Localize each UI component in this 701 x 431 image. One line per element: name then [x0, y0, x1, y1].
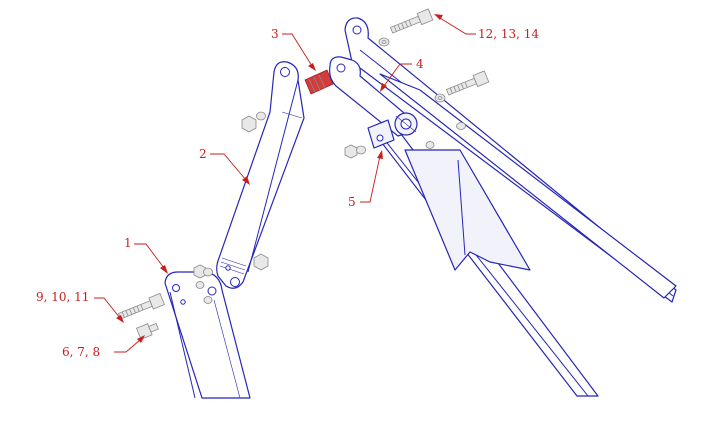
nut-washer-right: [344, 122, 466, 159]
callout-leader-12-13-14: [434, 14, 476, 35]
part-5-bracket-plate: [367, 119, 395, 149]
part-1-lower-arm: [164, 271, 251, 399]
callout-label-12-13-14: 12, 13, 14: [478, 27, 539, 41]
callout-label-9-10-11: 9, 10, 11: [36, 290, 89, 304]
callout-leader-3: [282, 33, 316, 71]
bolt-12-13-14-upper: [378, 8, 434, 47]
bolt-6-7-8: [135, 322, 159, 340]
callout-leader-4: [380, 63, 412, 92]
upper-frame: [344, 17, 677, 397]
callout-label-5: 5: [348, 195, 356, 209]
bolt-12-13-14-lower: [434, 70, 490, 103]
bolt-9-10-11: [117, 292, 166, 320]
nut-link-bottom: [253, 253, 269, 271]
nuts-washers-part-1: [193, 264, 213, 304]
callout-leader-6-7-8: [114, 335, 145, 353]
callout-label-6-7-8: 6, 7, 8: [62, 345, 100, 359]
callout-leader-1: [134, 243, 168, 274]
callout-label-1: 1: [124, 236, 132, 250]
callout-label-2: 2: [199, 147, 207, 161]
part-3-splined-pin: [304, 69, 334, 95]
callout-leader-5: [360, 150, 383, 203]
callout-leader-9-10-11: [94, 297, 124, 323]
part-4-pivot-arm: [329, 56, 418, 137]
nut-washer-link-top: [241, 111, 266, 133]
callout-label-3: 3: [271, 27, 279, 41]
callout-label-4: 4: [416, 57, 424, 71]
callout-leader-2: [210, 153, 250, 185]
part-2-link: [216, 61, 305, 289]
